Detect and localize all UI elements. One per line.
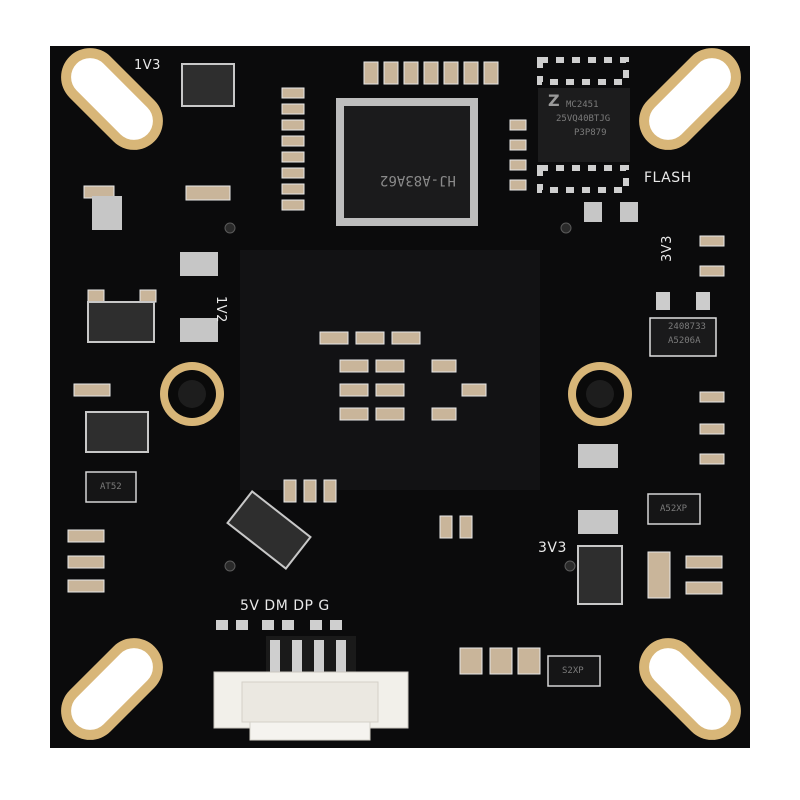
sot-packages	[85, 471, 701, 687]
label-pins: 5V DM DP G	[240, 598, 330, 614]
inductors	[85, 63, 623, 605]
corner-mount-top-left	[61, 48, 163, 150]
label-1v2: 1V2	[213, 296, 228, 323]
corner-mount-bottom-left	[61, 638, 163, 740]
flash-marking-3: P3P879	[574, 128, 607, 138]
vias	[224, 222, 576, 572]
mount-hole-left	[160, 362, 224, 426]
corner-mount-bottom-right	[639, 638, 741, 740]
main-qfp-chip	[336, 98, 478, 226]
flash-marking-1: MC2451	[566, 100, 599, 110]
regulator-chip	[649, 292, 717, 357]
svg-text:Z: Z	[548, 91, 560, 110]
usb-pin-connector	[213, 636, 409, 741]
corner-mount-top-right	[639, 48, 741, 150]
main-chip-marking: HJ-A83A62	[380, 172, 456, 188]
flash-marking-2: 25VQ40BTJG	[556, 114, 611, 124]
flash-chip: Z	[537, 57, 630, 193]
sot-bottom-marking: S2XP	[562, 666, 584, 676]
metal-pads	[92, 196, 638, 534]
sot-right-marking: A52XP	[660, 504, 688, 514]
smd-components	[67, 61, 725, 675]
label-flash: FLASH	[644, 170, 692, 186]
pin-pads	[216, 620, 342, 630]
sot-left-marking: AT52	[100, 482, 122, 492]
regulator-marking-1: 2408733	[668, 322, 706, 332]
regulator-marking-2: A5206A	[668, 336, 701, 346]
label-1v3: 1V3	[134, 58, 161, 73]
label-3v3-right: 3V3	[660, 235, 675, 262]
label-3v3-lower: 3V3	[538, 540, 567, 556]
mount-hole-right	[568, 362, 632, 426]
